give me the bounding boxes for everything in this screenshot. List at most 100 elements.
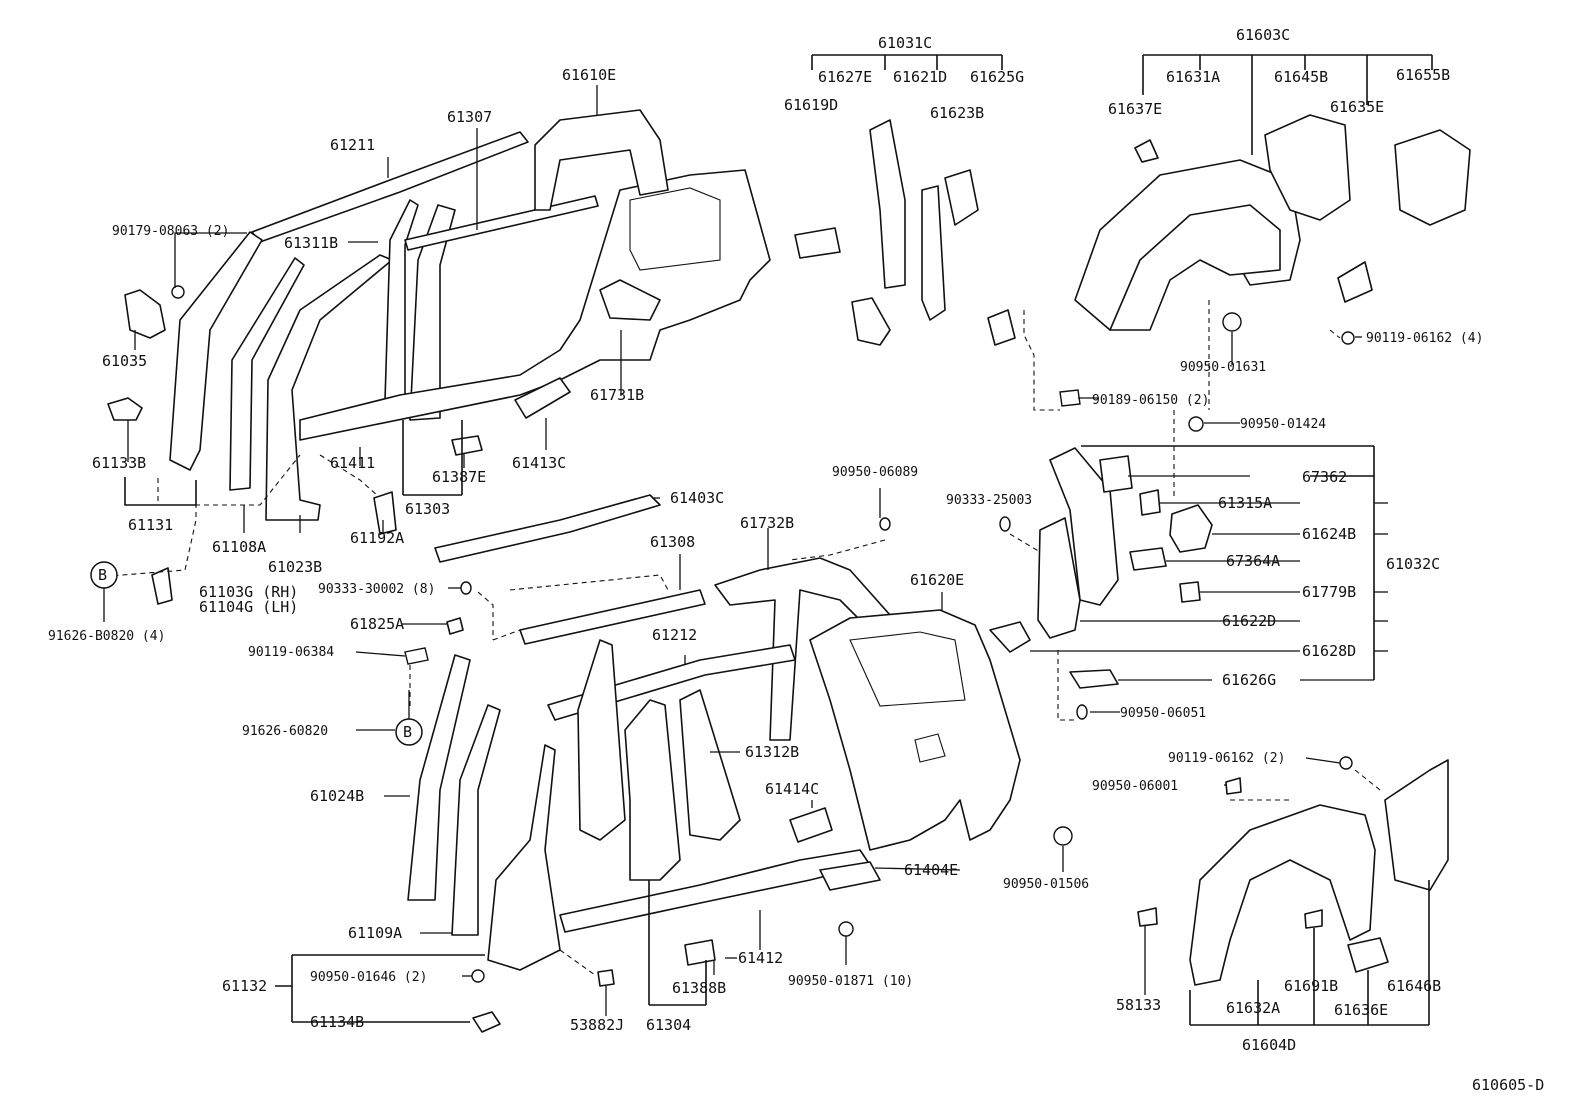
label-61626G: 61626G bbox=[1222, 671, 1276, 689]
label-61303: 61303 bbox=[405, 500, 450, 518]
label-61631A: 61631A bbox=[1166, 68, 1220, 86]
label-90950-01424: 90950-01424 bbox=[1240, 417, 1326, 432]
part-90333-30002 bbox=[460, 581, 472, 595]
part-61412-rocker bbox=[559, 849, 871, 933]
label-61732B: 61732B bbox=[740, 514, 794, 532]
part-90950-01506 bbox=[1053, 826, 1073, 846]
label-61635E: 61635E bbox=[1330, 98, 1384, 116]
part-61646B bbox=[1384, 759, 1449, 891]
part-61636E bbox=[1347, 937, 1389, 973]
label-61035: 61035 bbox=[102, 352, 147, 370]
label-90333-30002: 90333-30002 (8) bbox=[318, 582, 435, 597]
label-61610E: 61610E bbox=[562, 66, 616, 84]
label-61404E: 61404E bbox=[904, 861, 958, 879]
label-61311B: 61311B bbox=[284, 234, 338, 252]
part-90950-01871 bbox=[838, 921, 854, 937]
label-61604D: 61604D bbox=[1242, 1036, 1296, 1054]
part-90119-06162-2 bbox=[1339, 756, 1353, 770]
part-61109A-pillar bbox=[451, 704, 501, 936]
label-61619D: 61619D bbox=[784, 96, 838, 114]
label-61636E: 61636E bbox=[1334, 1001, 1388, 1019]
label-61212: 61212 bbox=[652, 626, 697, 644]
label-61621D: 61621D bbox=[893, 68, 947, 86]
diagram-id: 610605-D bbox=[1472, 1076, 1544, 1094]
label-53882J: 53882J bbox=[570, 1016, 624, 1034]
part-61610E-window bbox=[629, 187, 721, 271]
part-61414C bbox=[789, 807, 833, 843]
part-58133 bbox=[1137, 907, 1158, 927]
label-61779B: 61779B bbox=[1302, 583, 1356, 601]
label-61133B: 61133B bbox=[92, 454, 146, 472]
label-90179-08063: 90179-08063 (2) bbox=[112, 224, 229, 239]
part-61627E-upper bbox=[869, 119, 906, 289]
part-61304-pillar-b bbox=[577, 639, 626, 841]
part-90950-06001 bbox=[1225, 777, 1242, 795]
part-61623B bbox=[944, 169, 979, 226]
label-61731B: 61731B bbox=[590, 386, 644, 404]
label-61211: 61211 bbox=[330, 136, 375, 154]
label-61024B: 61024B bbox=[310, 787, 364, 805]
label-90333-25003: 90333-25003 bbox=[946, 493, 1032, 508]
part-61619D bbox=[794, 227, 841, 259]
part-90950-06089 bbox=[879, 517, 891, 531]
part-61024B-pillar bbox=[407, 654, 471, 901]
label-90950-06089: 90950-06089 bbox=[832, 465, 918, 480]
label-90119-06162-4: 90119-06162 (4) bbox=[1366, 331, 1483, 346]
part-61731B bbox=[599, 279, 661, 321]
part-61825A bbox=[446, 617, 464, 635]
label-91626-60820: 91626-60820 bbox=[242, 724, 328, 739]
part-67364A bbox=[1129, 547, 1167, 571]
callout-b-upper: B bbox=[98, 566, 107, 584]
part-61103G-bracket bbox=[151, 567, 173, 605]
part-61312B-pillar bbox=[679, 689, 741, 841]
part-67362 bbox=[1099, 455, 1133, 493]
part-front-pillar-inner bbox=[265, 254, 393, 521]
part-61387E bbox=[451, 435, 483, 456]
part-61403C-rocker bbox=[434, 494, 661, 563]
label-61131: 61131 bbox=[128, 516, 173, 534]
label-67362: 67362 bbox=[1302, 468, 1347, 486]
label-90950-01506: 90950-01506 bbox=[1003, 877, 1089, 892]
part-61388B bbox=[684, 939, 716, 966]
label-90119-06384: 90119-06384 bbox=[248, 645, 334, 660]
part-61624B bbox=[1169, 504, 1213, 553]
label-58133: 58133 bbox=[1116, 996, 1161, 1014]
part-61620E-window bbox=[849, 631, 966, 707]
part-61655B bbox=[1394, 129, 1471, 226]
part-61625G bbox=[987, 309, 1016, 346]
label-90189-06150: 90189-06150 (2) bbox=[1092, 393, 1209, 408]
part-center-pillar-b bbox=[409, 204, 456, 421]
part-61645B bbox=[1264, 114, 1351, 221]
label-61691B: 61691B bbox=[1284, 977, 1338, 995]
label-61403C: 61403C bbox=[670, 489, 724, 507]
part-61192A bbox=[373, 491, 397, 535]
part-61035 bbox=[124, 289, 166, 339]
label-61645B: 61645B bbox=[1274, 68, 1328, 86]
part-61637E bbox=[1134, 139, 1159, 163]
part-90119-06384-bolt bbox=[404, 647, 429, 665]
part-61132-pillar bbox=[487, 744, 561, 971]
part-61620E-quarter bbox=[809, 609, 1021, 851]
label-61411: 61411 bbox=[330, 454, 375, 472]
label-61825A: 61825A bbox=[350, 615, 404, 633]
part-61779B bbox=[1179, 581, 1201, 603]
part-61304-pillar bbox=[624, 699, 681, 881]
part-61032C-pillar-inner bbox=[1037, 517, 1081, 639]
label-61307: 61307 bbox=[447, 108, 492, 126]
part-61626G bbox=[1069, 669, 1119, 689]
part-61610E-upper bbox=[534, 109, 669, 211]
label-61632A: 61632A bbox=[1226, 999, 1280, 1017]
label-61412: 61412 bbox=[738, 949, 783, 967]
part-90119-06162-4 bbox=[1341, 331, 1355, 345]
label-61413C: 61413C bbox=[512, 454, 566, 472]
label-61312B: 61312B bbox=[745, 743, 799, 761]
label-61628D: 61628D bbox=[1302, 642, 1356, 660]
label-61624B: 61624B bbox=[1302, 525, 1356, 543]
label-61023B: 61023B bbox=[268, 558, 322, 576]
part-61628D bbox=[989, 621, 1031, 653]
label-61637E: 61637E bbox=[1108, 100, 1162, 118]
label-61132: 61132 bbox=[222, 977, 267, 995]
part-61134B bbox=[472, 1011, 501, 1033]
label-61414C: 61414C bbox=[765, 780, 819, 798]
